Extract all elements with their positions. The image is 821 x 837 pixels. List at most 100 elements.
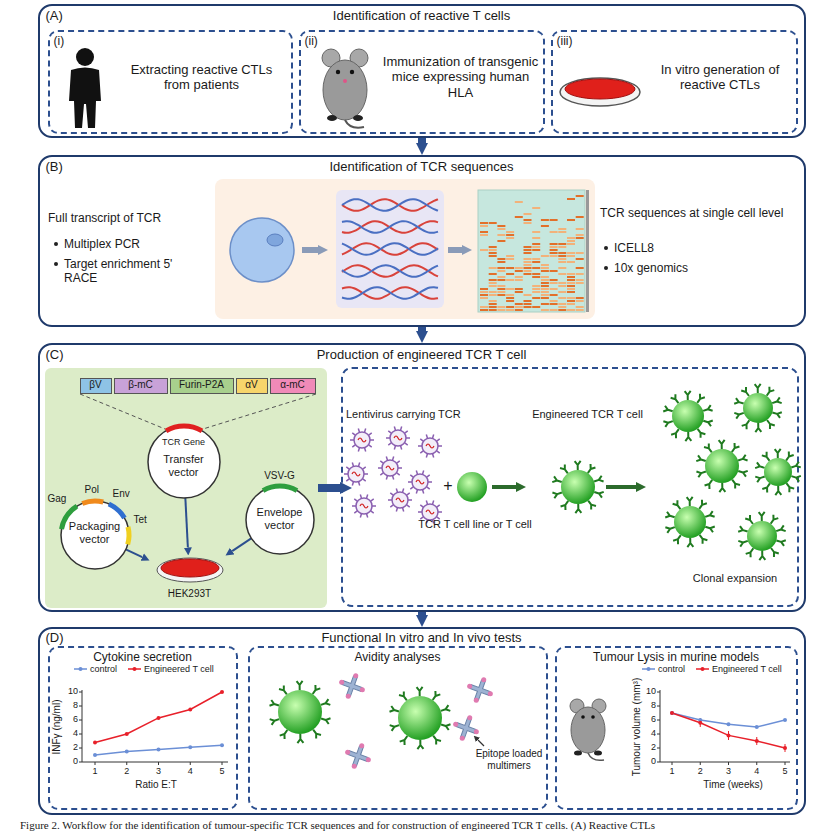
mouse-illustration — [327, 115, 337, 121]
virus-rna — [360, 504, 368, 508]
tcr-receptor — [685, 391, 691, 400]
tcr-receptor — [746, 548, 754, 557]
cytokine-chart — [95, 692, 222, 742]
dna-strand — [342, 287, 438, 299]
t-cell — [552, 461, 603, 513]
heatmap-cell — [480, 288, 488, 290]
heatmap-cell — [567, 300, 575, 302]
tumour-chart — [727, 722, 731, 726]
tcr-receptor — [738, 471, 747, 477]
t-cell — [389, 687, 450, 749]
cell-body — [278, 690, 322, 734]
tcr-receptor — [705, 511, 714, 517]
tumour-chart — [755, 739, 759, 743]
heatmap-cell — [506, 300, 514, 302]
epitope-dot — [359, 743, 364, 748]
heatmap-cell — [558, 303, 566, 305]
mouse-illustration — [353, 115, 363, 121]
heatmap-cell — [524, 270, 532, 272]
leader-arrow — [478, 740, 484, 746]
legend-item: control — [74, 664, 117, 674]
virus-rna — [396, 498, 404, 502]
sequencing-panel — [267, 234, 283, 246]
tcr-receptor — [732, 443, 740, 452]
tumour-chart — [660, 762, 790, 763]
heatmap-cell — [558, 255, 566, 257]
mouse-illustration — [345, 120, 364, 128]
tcr-receptor — [321, 718, 330, 724]
tcr-receptor — [685, 432, 691, 441]
legend-sample — [696, 664, 710, 674]
flow-arrow — [125, 549, 142, 557]
tcr-receptor — [433, 736, 441, 745]
legend-text: control — [658, 664, 685, 674]
culture-medium — [161, 559, 219, 577]
tcr-receptor — [762, 483, 770, 492]
heatmap-cell — [489, 267, 497, 269]
tick-label: 1 — [664, 766, 680, 777]
tcr-receptor — [738, 526, 747, 532]
tcr-receptor — [762, 452, 770, 461]
workflow-panel: (B)Identification of TCR sequences — [38, 155, 806, 327]
tcr-receptor — [734, 398, 743, 404]
node-text: Immunization of transgenic mice expressi… — [382, 54, 540, 101]
heatmap-cell — [524, 306, 532, 308]
heatmap-cell — [558, 267, 566, 269]
heatmap-cell — [567, 261, 575, 263]
node-text: Env — [113, 488, 137, 500]
tcr-receptor — [755, 477, 764, 483]
node-text: Packaging vector — [63, 520, 127, 546]
tick-label: 4 — [749, 766, 765, 777]
tcr-receptor — [771, 515, 779, 524]
heatmap-cell — [532, 237, 540, 239]
tcr-receptor — [561, 501, 569, 510]
heatmap-cell — [506, 267, 514, 269]
annotation: Target enrichment 5' RACE — [64, 257, 186, 286]
cytokine-chart — [95, 745, 222, 755]
node-text: Furin-P2A — [170, 379, 234, 391]
tcr-receptor — [594, 492, 603, 498]
heatmap-cell — [506, 237, 514, 239]
heatmap-cell — [541, 303, 549, 305]
tcr-receptor — [775, 486, 781, 495]
virus-rna — [426, 510, 434, 514]
heatmap-cell — [541, 264, 549, 266]
tcr-receptor — [671, 394, 679, 403]
tcr-receptor — [772, 397, 781, 403]
heatmap-cell — [576, 267, 584, 269]
heatmap-cell — [515, 270, 523, 272]
heatmap-cell — [541, 297, 549, 299]
heatmap-cell — [524, 222, 532, 224]
t-cell — [696, 440, 747, 492]
heatmap-cell — [576, 309, 584, 311]
tcr-receptor — [313, 685, 321, 694]
vector-panel — [342, 368, 798, 606]
tcr-receptor — [663, 406, 672, 412]
mouse-illustration — [322, 49, 368, 128]
cytokine-chart — [220, 743, 224, 747]
tcr-receptor — [696, 455, 705, 461]
tick-label: 0 — [634, 756, 656, 767]
node-text: VSV-G — [252, 470, 308, 482]
virus-rna — [416, 480, 424, 484]
tcr-receptor — [696, 471, 705, 477]
heatmap-cell — [524, 273, 532, 275]
legend-text: control — [90, 664, 117, 674]
heatmap-cell — [550, 249, 558, 251]
plasmid-circle — [61, 501, 129, 569]
illustration-details — [269, 190, 800, 769]
tumour-chart — [657, 690, 790, 765]
vector-panel — [492, 485, 516, 489]
heatmap-cell — [506, 273, 514, 275]
heatmap-cell — [576, 300, 584, 302]
cell-body — [705, 449, 739, 483]
heatmap-cell — [576, 195, 584, 197]
tcr-receptor — [594, 476, 603, 482]
heatmap-cell — [480, 222, 488, 224]
cytokine-chart — [93, 753, 97, 757]
node-text: Transfer vector — [152, 453, 216, 479]
heatmap-cell — [497, 270, 505, 272]
vector-panel — [606, 485, 636, 489]
plasmid-circle — [148, 426, 220, 498]
node-text: Envelope vector — [250, 506, 310, 532]
